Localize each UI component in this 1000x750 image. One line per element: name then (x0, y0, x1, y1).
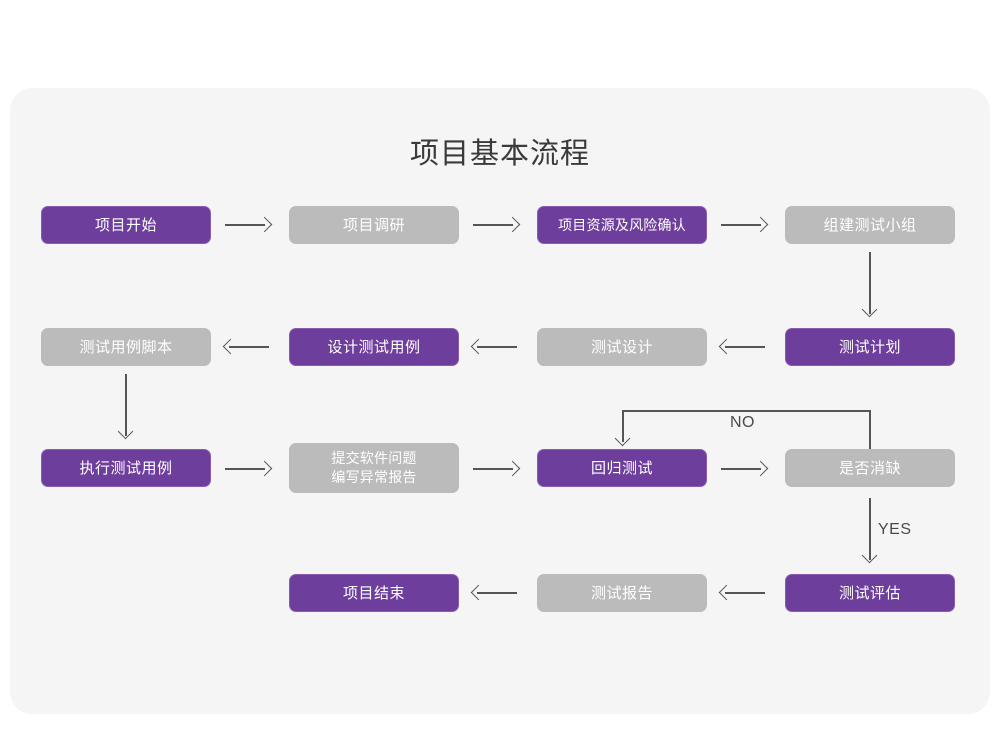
edge-label-yes: YES (878, 521, 912, 538)
node-test-design[interactable]: 测试设计 (537, 328, 707, 366)
node-regression-test[interactable]: 回归测试 (537, 449, 707, 487)
edge-label-no: NO (730, 414, 755, 431)
node-submit-issue-report[interactable]: 提交软件问题 编写异常报告 (289, 443, 459, 493)
connector-line (622, 410, 624, 442)
connector-line (622, 410, 871, 412)
connector-line (225, 468, 265, 470)
connector-line (125, 374, 127, 436)
page-title: 项目基本流程 (409, 138, 590, 170)
connector-line (869, 411, 871, 449)
connector-line (229, 346, 269, 348)
node-project-end[interactable]: 项目结束 (289, 574, 459, 612)
connector-line (725, 592, 765, 594)
node-testcase-script[interactable]: 测试用例脚本 (41, 328, 211, 366)
node-design-testcase[interactable]: 设计测试用例 (289, 328, 459, 366)
node-test-evaluation[interactable]: 测试评估 (785, 574, 955, 612)
connector-line (721, 468, 761, 470)
node-execute-testcase[interactable]: 执行测试用例 (41, 449, 211, 487)
node-project-research[interactable]: 项目调研 (289, 206, 459, 244)
node-project-start[interactable]: 项目开始 (41, 206, 211, 244)
connector-line (869, 252, 871, 314)
node-defect-resolved-decision[interactable]: 是否消缺 (785, 449, 955, 487)
flowchart-card (10, 88, 990, 714)
connector-line (225, 224, 265, 226)
connector-line (721, 224, 761, 226)
connector-line (477, 592, 517, 594)
connector-line (725, 346, 765, 348)
node-form-test-team[interactable]: 组建测试小组 (785, 206, 955, 244)
connector-line (473, 468, 513, 470)
connector-line (477, 346, 517, 348)
connector-line (869, 498, 871, 560)
node-test-report[interactable]: 测试报告 (537, 574, 707, 612)
node-resource-risk-confirm[interactable]: 项目资源及风险确认 (537, 206, 707, 244)
connector-line (473, 224, 513, 226)
node-test-plan[interactable]: 测试计划 (785, 328, 955, 366)
